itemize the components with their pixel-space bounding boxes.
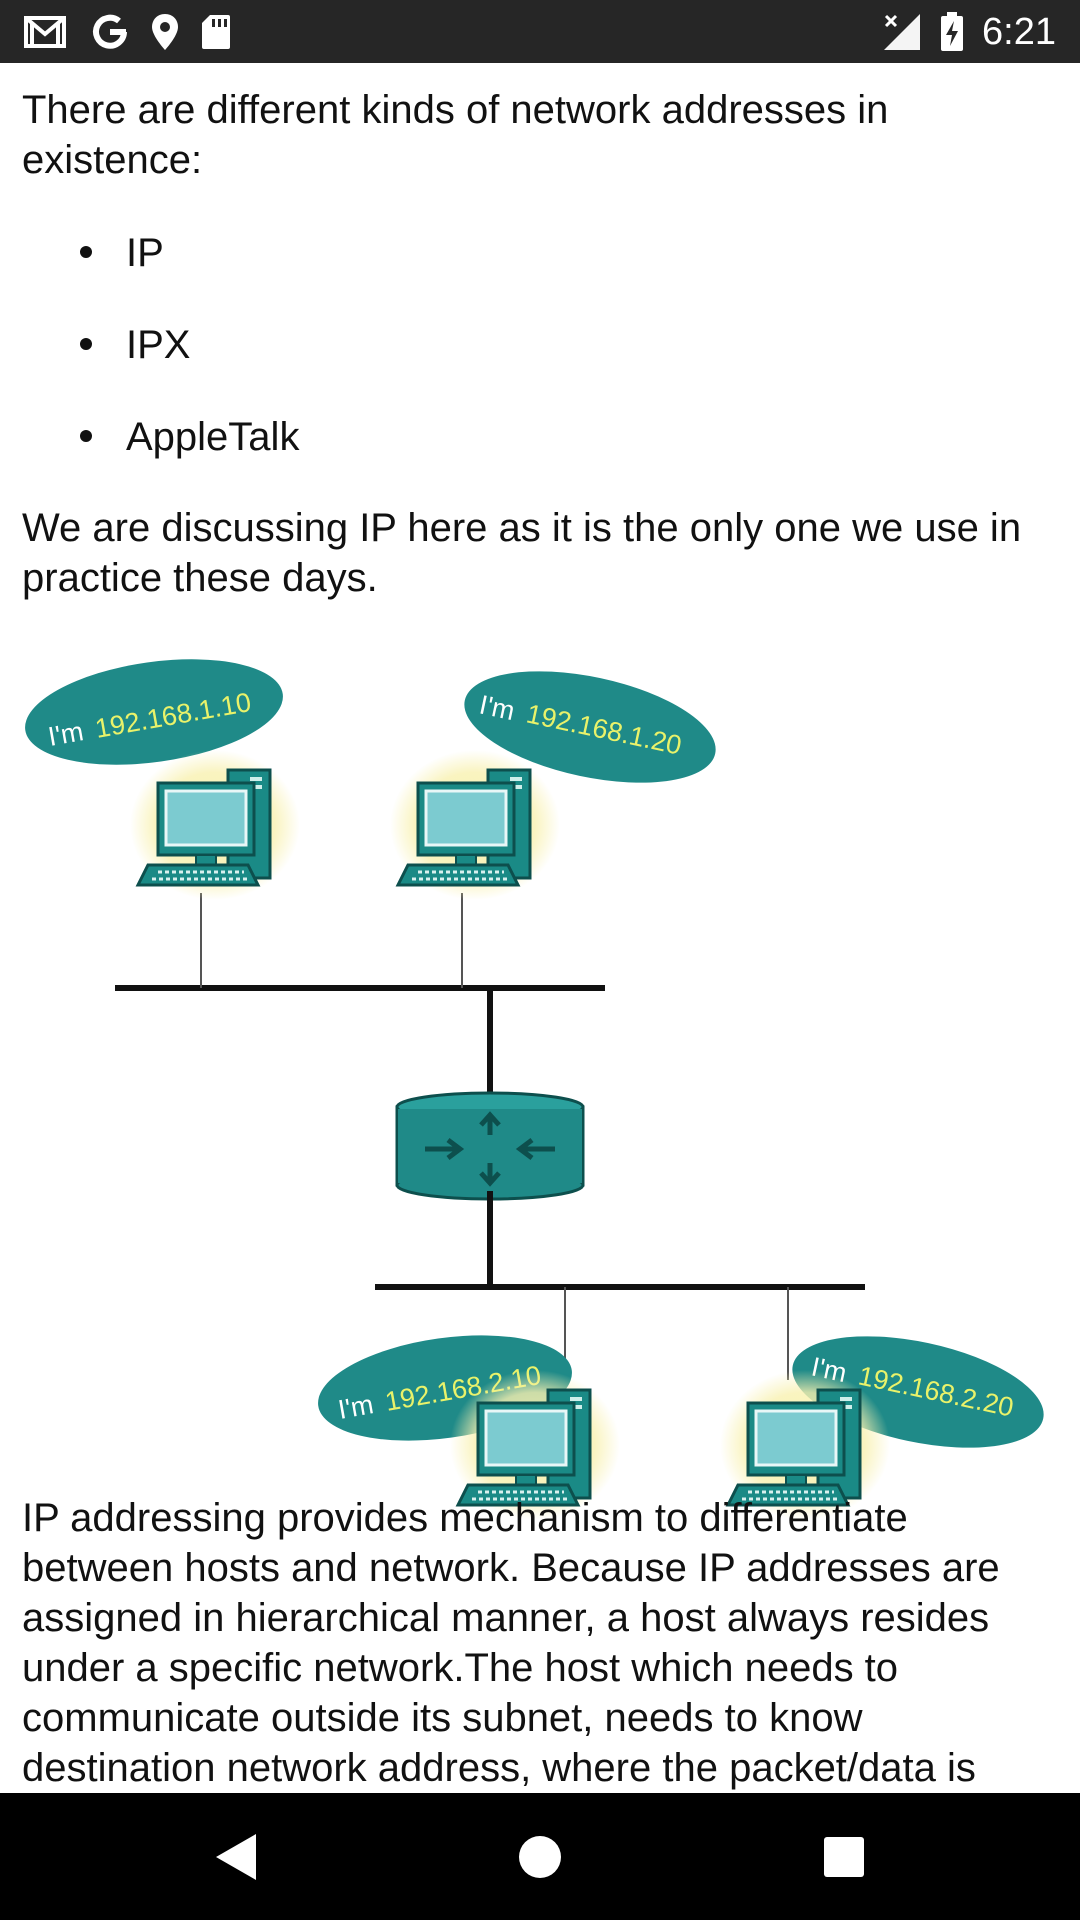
bubble-prefix: I'm <box>46 716 86 752</box>
discussion-paragraph: We are discussing IP here as it is the o… <box>22 506 1022 600</box>
computer-icon <box>388 748 562 902</box>
bullet-icon <box>80 430 92 442</box>
clock: 6:21 <box>982 11 1056 53</box>
location-pin-icon <box>150 12 180 52</box>
recents-button[interactable] <box>808 1821 880 1893</box>
battery-charging-icon <box>940 12 964 52</box>
back-icon <box>216 1834 256 1880</box>
status-bar: 6:21 <box>0 0 1080 63</box>
article-content: There are different kinds of network add… <box>0 63 1080 1793</box>
network-diagram: I'm 192.168.1.10 I'm 192.168.1.20 I'm 19… <box>25 659 1044 1522</box>
recents-icon <box>824 1837 864 1877</box>
computer-icon <box>128 748 302 902</box>
intro-paragraph: There are different kinds of network add… <box>22 88 889 182</box>
bullet-icon <box>80 246 92 258</box>
google-icon <box>90 12 130 52</box>
signal-no-service-icon <box>882 12 922 52</box>
router-icon <box>395 1091 585 1201</box>
back-button[interactable] <box>200 1821 272 1893</box>
body-paragraph: IP addressing provides mechanism to diff… <box>22 1496 1000 1790</box>
system-icons: 6:21 <box>882 10 1056 54</box>
notification-icons <box>24 10 232 54</box>
home-icon <box>519 1836 561 1878</box>
sd-card-icon <box>200 13 232 51</box>
address-bubble-1: I'm 192.168.1.10 <box>25 659 283 765</box>
bubble-prefix: I'm <box>336 1389 376 1425</box>
gmail-icon <box>24 14 70 50</box>
bubble-prefix: I'm <box>477 690 518 727</box>
home-button[interactable] <box>504 1821 576 1893</box>
navigation-bar <box>0 1793 1080 1920</box>
bullet-icon <box>80 338 92 350</box>
